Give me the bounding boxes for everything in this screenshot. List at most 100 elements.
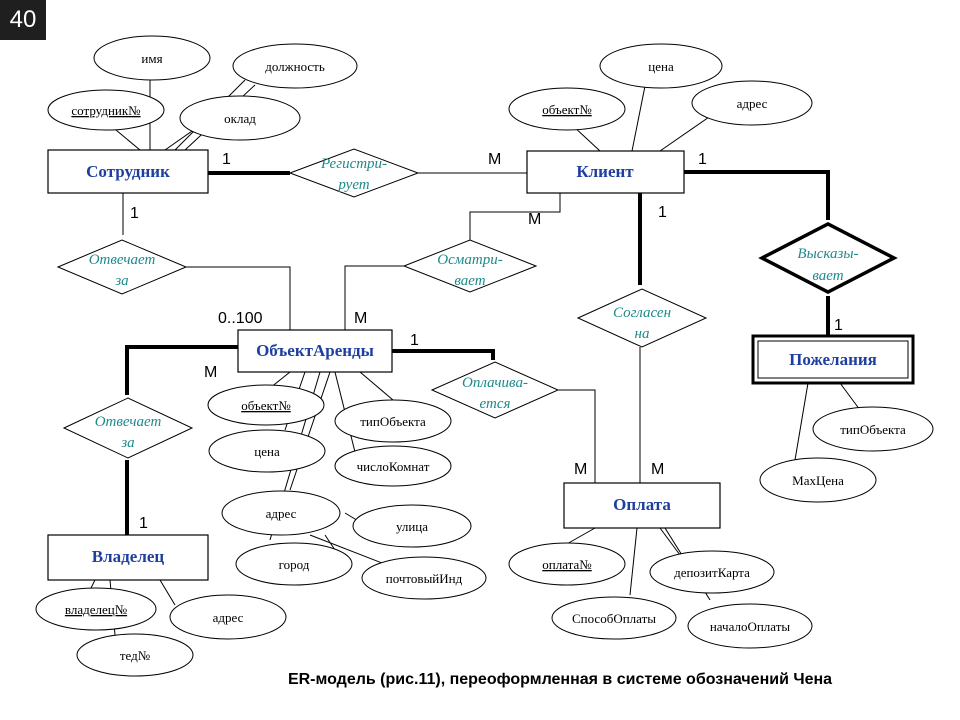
entity-owner: Владелец [47,534,209,581]
attribute-client-price: цена [599,43,723,89]
cardinality-label: 0..100 [218,310,263,327]
connector-line [159,579,176,606]
attribute-client-address: адрес [691,80,813,126]
cardinality-label: M [651,461,664,478]
entity-client: Клиент [526,150,685,194]
cardinality-label: 1 [698,151,707,168]
cardinality-label: 1 [139,515,148,532]
svg-text:оклад: оклад [224,111,256,126]
attribute-emp-salary: оклад [179,95,301,141]
svg-text:ется: ется [480,396,511,412]
relationship-views: Осматри- вает [402,239,538,293]
connector-line [659,114,713,152]
attribute-property-city: город [235,542,353,586]
attribute-owner-phone: тед№ [76,633,194,677]
attribute-client-object: объект№ [508,87,626,131]
svg-text:Регистри-: Регистри- [320,156,387,172]
attribute-property-price: цена [208,429,326,473]
attribute-property-type: типОбъекта [334,399,452,443]
svg-text:типОбъекта: типОбъекта [840,422,906,437]
relationship-agreed: Согласен на [576,288,708,348]
attribute-property-object: объект№ [207,384,325,426]
svg-text:имя: имя [141,51,162,66]
attribute-payment-id: оплата№ [508,542,626,586]
svg-text:адрес: адрес [213,610,244,625]
relationship-expresses: Высказы- вает [758,222,898,294]
cardinality-labels: 1 M 1 1 M 1 0..100 M 1 1 M M M 1 [130,151,843,532]
svg-text:за: за [114,273,128,289]
connector-line [631,85,646,152]
cardinality-label: M [574,461,587,478]
attribute-owner-address: адрес [169,594,287,640]
cardinality-label: M [204,364,217,381]
svg-text:объект№: объект№ [542,102,592,117]
entity-wishes: Пожелания [751,334,915,385]
svg-text:почтовыйИнд: почтовыйИнд [386,571,463,586]
connector-line [659,527,681,556]
attribute-property-street: улица [352,504,472,548]
svg-text:цена: цена [648,59,674,74]
svg-text:Клиент: Клиент [576,162,634,181]
svg-text:СпособОплаты: СпособОплаты [572,611,656,626]
cardinality-label: 1 [658,204,667,221]
attribute-payment-method: СпособОплаты [551,596,677,640]
svg-text:депозитКарта: депозитКарта [674,565,750,580]
svg-text:сотрудник№: сотрудник№ [71,103,140,118]
svg-text:вает: вает [812,268,843,284]
attribute-emp-id: сотрудник№ [47,89,165,131]
attribute-property-rooms: числоКомнат [334,445,452,487]
svg-text:рует: рует [337,177,369,193]
svg-text:город: город [279,557,310,572]
svg-text:адрес: адрес [737,96,768,111]
connector-line [839,382,861,411]
connector-line [180,266,291,330]
attribute-property-postcode: почтовыйИнд [361,556,487,600]
cardinality-label: M [354,310,367,327]
svg-text:ОбъектАренды: ОбъектАренды [256,341,374,360]
svg-text:числоКомнат: числоКомнат [357,459,430,474]
svg-text:Владелец: Владелец [92,547,165,566]
svg-text:началоОплаты: началоОплаты [710,619,791,634]
svg-text:Осматри-: Осматри- [437,252,502,268]
attribute-wishes-type: типОбъекта [812,406,934,452]
connector-line [392,349,495,360]
svg-text:оплата№: оплата№ [542,557,591,572]
svg-text:Пожелания: Пожелания [789,350,877,369]
attribute-payment-deposit: депозитКарта [649,550,775,594]
connector-line [629,527,638,596]
cardinality-label: 1 [410,332,419,349]
slide-number: 40 [0,0,46,40]
connector-line [359,371,394,401]
connector-line [684,170,830,220]
connector-line [794,382,809,461]
svg-text:адрес: адрес [266,506,297,521]
relationship-registers: Регистри- рует [288,148,420,198]
svg-text:Отвечает: Отвечает [95,414,162,430]
connector-line [558,389,596,483]
attribute-payment-start: началоОплаты [687,603,813,649]
figure-caption: ER-модель (рис.11), переоформленная в си… [288,671,832,688]
connector-line [289,371,331,491]
entity-payment: Оплата [563,482,721,529]
attribute-emp-name: имя [93,35,211,81]
cardinality-label: 1 [222,151,231,168]
svg-text:Оплачива-: Оплачива- [462,375,528,391]
connector-line [125,345,238,395]
relationship-paid: Оплачива- ется [430,361,560,419]
connector-lines [84,79,861,636]
svg-text:за: за [120,435,134,451]
cardinality-label: M [528,211,541,228]
svg-text:Отвечает: Отвечает [89,252,156,268]
attribute-wishes-maxprice: МахЦена [759,457,877,503]
attribute-property-address: адрес [221,490,341,536]
svg-text:Оплата: Оплата [613,495,671,514]
relationship-responsible-bottom: Отвечает за [62,397,194,459]
connector-line [564,527,596,546]
svg-text:Сотрудник: Сотрудник [86,162,170,181]
entity-property: ОбъектАренды [237,329,393,373]
cardinality-label: 1 [130,205,139,222]
svg-text:владелец№: владелец№ [65,602,127,617]
entity-employee: Сотрудник [47,149,209,194]
svg-text:улица: улица [396,519,428,534]
